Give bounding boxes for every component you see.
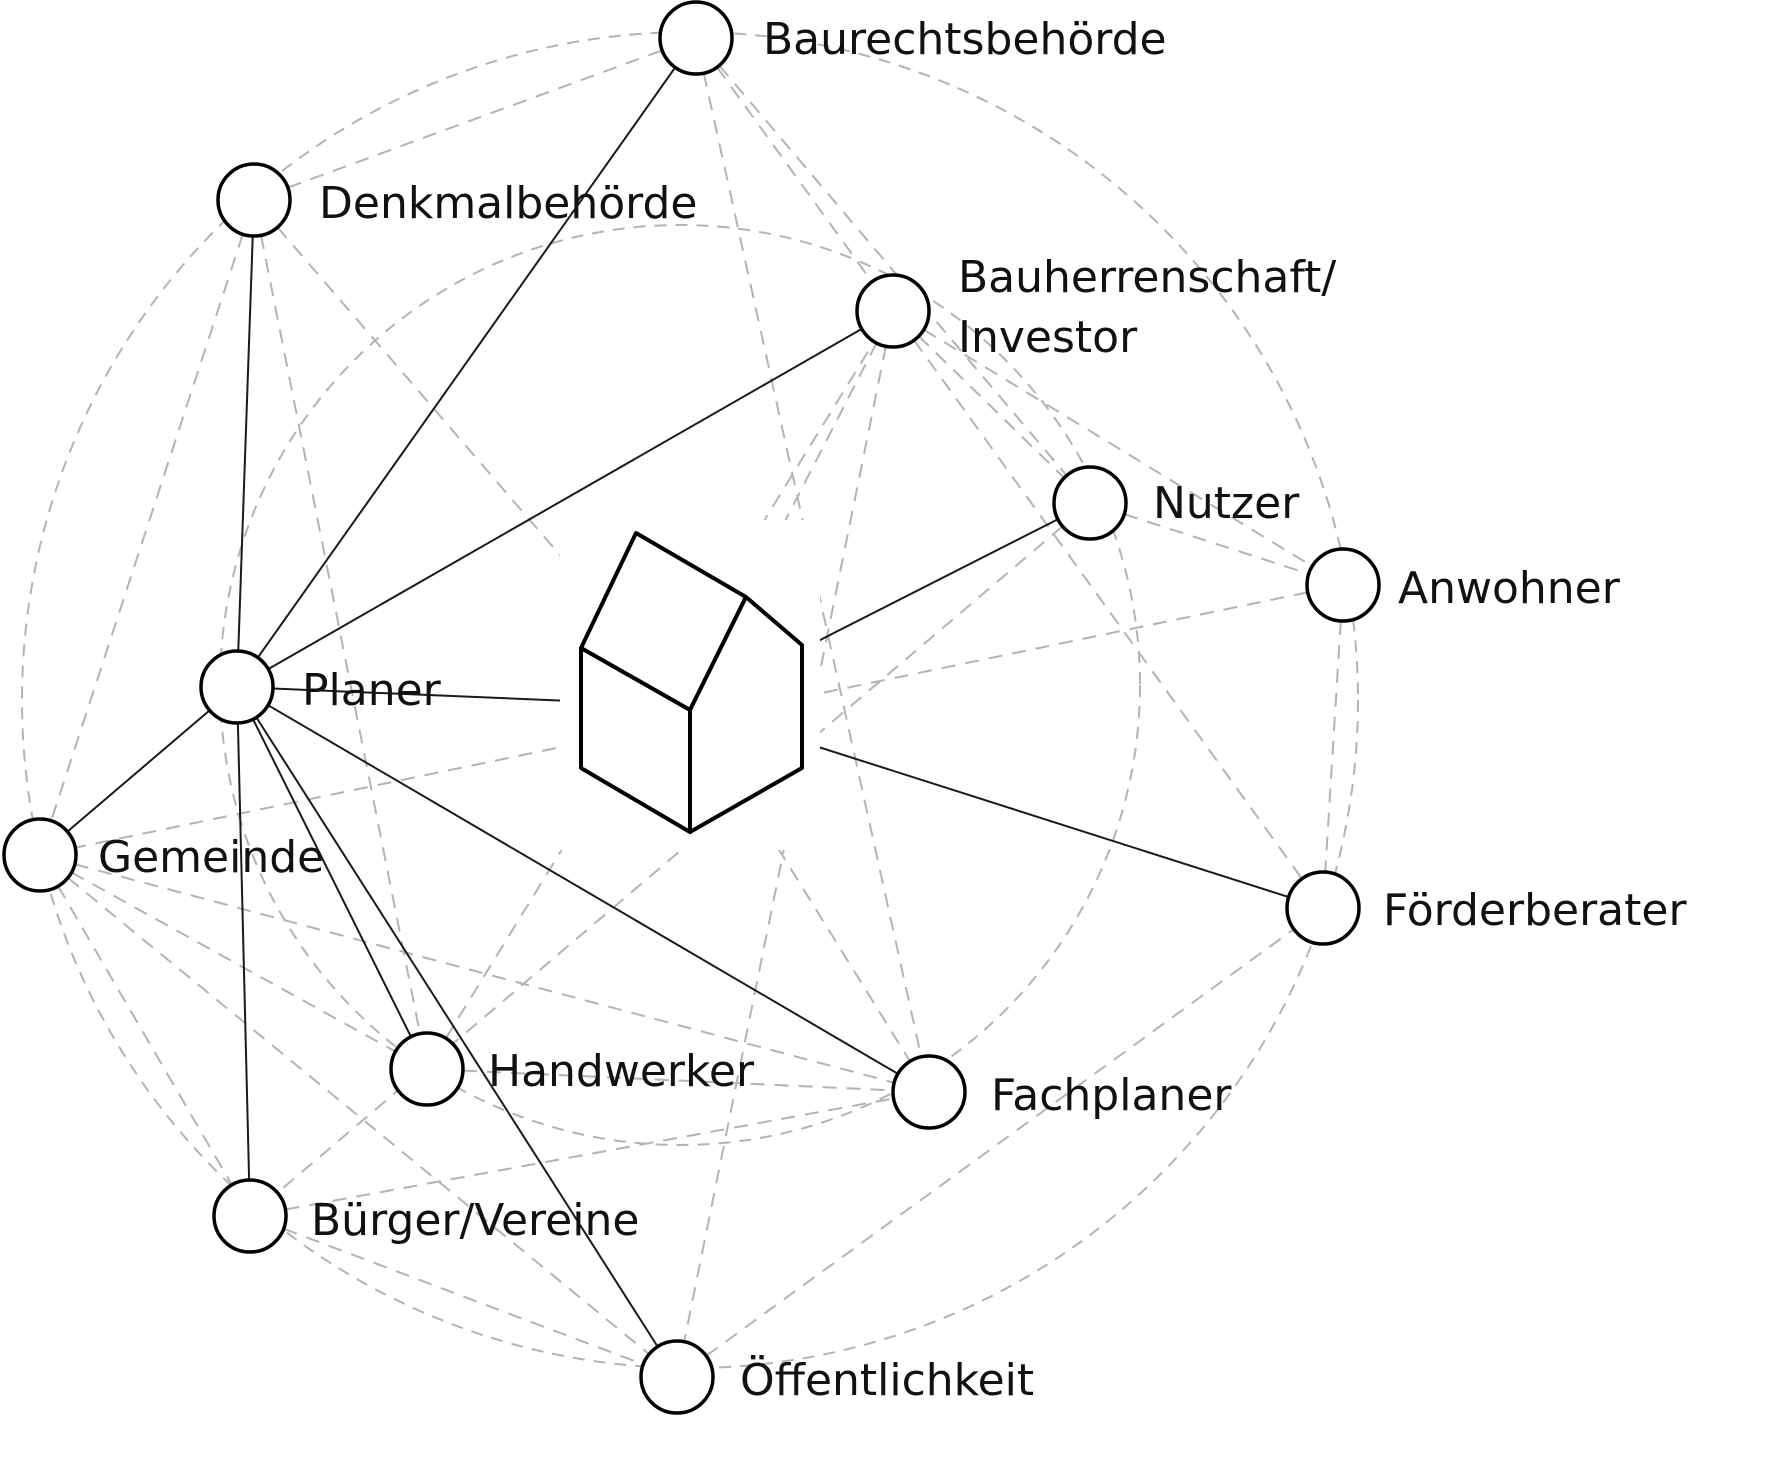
node-fachplaner: Fachplaner (891, 1054, 1232, 1130)
dashed-link-denkmalbehoerde-baurechtsbehoerde (287, 49, 663, 189)
node-nutzer: Nutzer (1052, 465, 1300, 541)
node-circle (212, 1178, 288, 1254)
node-circle (855, 273, 931, 349)
node-label-buerger: Bürger/Vereine (311, 1195, 639, 1246)
inner-guide-circle (219, 224, 1141, 1146)
solid-link-house-nutzer (774, 518, 1059, 664)
solid-link-planer-buerger (236, 722, 251, 1181)
node-label-bauherrenschaft: Bauherrenschaft/ (958, 252, 1336, 303)
node-circle (1305, 547, 1381, 623)
dashed-link-baurechtsbehoerde-bauherrenschaft (716, 66, 873, 283)
node-label-nutzer: Nutzer (1153, 478, 1300, 529)
node-oeffentlichkeit: Öffentlichkeit (639, 1339, 1034, 1415)
node-label-denkmalbehoerde: Denkmalbehörde (319, 178, 698, 229)
node-circle (2, 817, 78, 893)
dashed-link-nutzer-anwohner (1123, 513, 1310, 575)
node-label-anwohner: Anwohner (1398, 563, 1621, 614)
node-buerger: Bürger/Vereine (212, 1178, 639, 1254)
node-circle (891, 1054, 967, 1130)
dashed-link-bauherrenschaft-nutzer (918, 335, 1065, 479)
stakeholder-nodes: BaurechtsbehördeDenkmalbehördeBauherrens… (2, 0, 1687, 1415)
solid-link-house-foerderberater (780, 733, 1290, 899)
dashed-link-gemeinde-handwerker (71, 871, 396, 1053)
dashed-link-gemeinde-buerger (57, 885, 233, 1186)
node-label-handwerker: Handwerker (488, 1046, 755, 1097)
dashed-link-bauherrenschaft-house (732, 342, 878, 622)
outer-guide-circle (21, 31, 1359, 1369)
solid-link-planer-denkmalbehoerde (237, 235, 254, 652)
solid-link-planer-oeffentlichkeit (255, 716, 659, 1348)
node-label-foerderberater: Förderberater (1383, 885, 1687, 936)
house-side-wall (688, 595, 804, 834)
solid-connection-lines (66, 66, 1290, 1348)
dashed-guide-circles (21, 31, 1359, 1369)
dashed-link-gemeinde-oeffentlichkeit (67, 877, 650, 1355)
solid-link-planer-fachplaner (267, 704, 899, 1075)
dashed-link-buerger-fachplaner (285, 1097, 894, 1211)
node-circle (389, 1031, 465, 1107)
node-handwerker: Handwerker (389, 1031, 755, 1107)
node-label-fachplaner: Fachplaner (991, 1070, 1232, 1121)
solid-link-planer-bauherrenschaft (267, 328, 863, 670)
dashed-link-gemeinde-fachplaner (74, 863, 895, 1084)
node-anwohner: Anwohner (1305, 547, 1621, 623)
solid-link-planer-baurechtsbehoerde (256, 66, 677, 659)
node-label-gemeinde: Gemeinde (98, 832, 324, 883)
node-circle (216, 162, 292, 238)
node-label-oeffentlichkeit: Öffentlichkeit (740, 1354, 1034, 1406)
solid-link-planer-gemeinde (66, 709, 211, 833)
node-gemeinde: Gemeinde (2, 817, 324, 893)
dashed-link-anwohner-foerderberater (1324, 620, 1342, 873)
node-circle (658, 0, 734, 76)
solid-link-planer-handwerker (252, 718, 412, 1038)
dashed-link-bauherrenschaft-anwohner (923, 328, 1313, 568)
dashed-link-oeffentlichkeit-foerderberater (705, 928, 1295, 1357)
node-foerderberater: Förderberater (1285, 870, 1687, 946)
dashed-link-buerger-oeffentlichkeit (283, 1227, 644, 1366)
dashed-link-denkmalbehoerde-gemeinde (50, 233, 244, 822)
node-circle (199, 649, 275, 725)
dashed-link-denkmalbehoerde-handwerker (260, 235, 421, 1034)
node-circle (1052, 465, 1128, 541)
dashed-connection-lines (50, 49, 1342, 1366)
node-planer: Planer (199, 649, 442, 725)
node-label-planer: Planer (302, 665, 442, 716)
dashed-link-baurechtsbehoerde-nutzer (718, 64, 1068, 477)
node-baurechtsbehoerde: Baurechtsbehörde (658, 0, 1167, 76)
node-circle (1285, 870, 1361, 946)
node-denkmalbehoerde: Denkmalbehörde (216, 162, 698, 238)
dashed-link-denkmalbehoerde-house (276, 226, 629, 635)
house-icon (560, 520, 820, 850)
node-circle (639, 1339, 715, 1415)
node-label-bauherrenschaft-line2: Investor (958, 312, 1138, 363)
node-bauherrenschaft: Bauherrenschaft/Investor (855, 252, 1336, 363)
solid-link-planer-house (272, 687, 596, 704)
dashed-link-nutzer-buerger (276, 525, 1064, 1194)
dashed-link-bauherrenschaft-foerderberater (913, 339, 1303, 880)
node-label-baurechtsbehoerde: Baurechtsbehörde (763, 14, 1167, 65)
